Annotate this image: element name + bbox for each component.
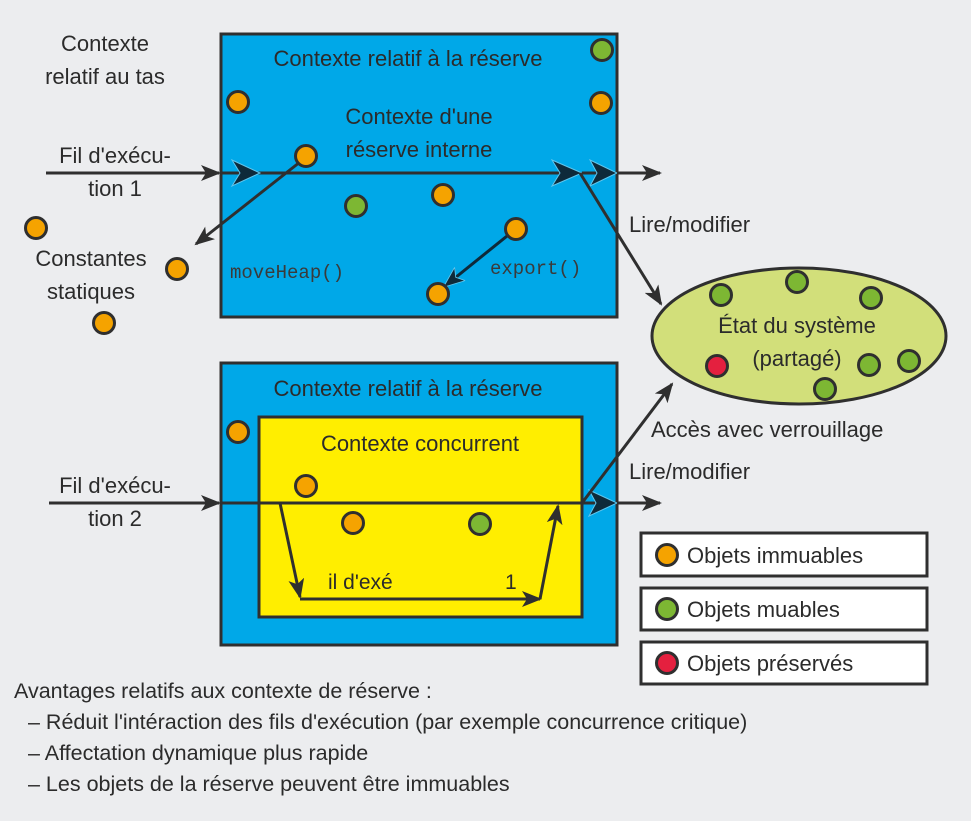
legend-label-preserved: Objets préservés — [687, 651, 853, 676]
export-arrow — [445, 230, 513, 286]
inner-loop-down-arrow — [278, 502, 305, 599]
immutable-object — [165, 257, 189, 281]
legend-item-mutable: Objets muables — [639, 586, 929, 632]
advantages-title: Avantages relatifs aux contexte de réser… — [14, 679, 432, 703]
immutable-object — [431, 183, 455, 207]
inner-thread-label-right: 1 — [505, 571, 517, 594]
mutable-object — [590, 38, 614, 62]
legend-label-mutable: Objets muables — [687, 597, 840, 622]
thread1-inner-marker-1 — [230, 158, 262, 188]
mutable-object — [857, 353, 881, 377]
immutable-swatch-icon — [655, 543, 679, 567]
immutable-object — [92, 311, 116, 335]
immutable-object — [226, 90, 250, 114]
preserved-objects — [705, 354, 729, 378]
legend-label-immutable: Objets immuables — [687, 543, 863, 568]
thread2-label-line1: Fil d'exécu- — [59, 473, 171, 498]
concurrent-context-box — [257, 415, 584, 619]
legend-item-immutable: Objets immuables — [639, 531, 929, 578]
thread2-label-line2: tion 2 — [88, 506, 142, 531]
legend: Objets immuables Objets muables Objets p… — [639, 531, 929, 686]
move-heap-label: moveHeap() — [230, 262, 344, 284]
mutable-swatch-icon — [655, 597, 679, 621]
immutable-object — [589, 91, 613, 115]
inner-reserve-label-line1: Contexte d'une — [345, 104, 492, 129]
reserve-context-bottom-title: Contexte relatif à la réserve — [273, 376, 542, 401]
thread1-inner-marker-3 — [588, 158, 619, 188]
thread1-label-line1: Fil d'exécu- — [59, 143, 171, 168]
mutable-object — [813, 377, 837, 401]
immutable-object — [504, 217, 528, 241]
read-modify-bottom-label: Lire/modifier — [629, 459, 750, 484]
preserved-swatch-icon — [655, 651, 679, 675]
thread1-inner-marker-2 — [550, 158, 584, 188]
mutable-objects — [344, 38, 921, 536]
static-constants-label-line2: statiques — [47, 279, 135, 304]
move-heap-arrow — [194, 160, 301, 246]
immutable-object — [226, 420, 250, 444]
immutable-object — [24, 216, 48, 240]
legend-item-preserved: Objets préservés — [639, 640, 929, 686]
immutable-object — [426, 282, 450, 306]
thread1-label-line2: tion 1 — [88, 176, 142, 201]
inner-thread-label-left: il d'exé — [328, 571, 393, 594]
read-modify-top-label: Lire/modifier — [629, 212, 750, 237]
immutable-object — [294, 474, 318, 498]
mutable-object — [785, 270, 809, 294]
export-label: export() — [490, 258, 581, 280]
preserved-object — [705, 354, 729, 378]
mutable-object — [859, 286, 883, 310]
heap-context-label-line2: relatif au tas — [45, 64, 165, 89]
shared-state-label-line1: État du système — [718, 313, 876, 338]
advantages-list: Avantages relatifs aux contexte de réser… — [14, 676, 747, 800]
locked-access-label: Accès avec verrouillage — [651, 417, 883, 442]
advantage-item: – Réduit l'intéraction des fils d'exécut… — [28, 710, 748, 734]
concurrent-context-title: Contexte concurrent — [321, 431, 519, 456]
reserve-context-top-title: Contexte relatif à la réserve — [273, 46, 542, 71]
immutable-object — [294, 144, 318, 168]
advantage-item: – Affectation dynamique plus rapide — [28, 741, 369, 765]
static-constants-label-line1: Constantes — [35, 246, 146, 271]
reserve-context-box-top — [219, 32, 619, 319]
advantage-item: – Les objets de la réserve peuvent être … — [28, 772, 510, 796]
immutable-objects — [24, 90, 613, 535]
mutable-object — [468, 512, 492, 536]
heap-context-label-line1: Contexte — [61, 31, 149, 56]
shared-state-label-line2: (partagé) — [752, 346, 841, 371]
mutable-object — [344, 194, 368, 218]
mutable-object — [709, 283, 733, 307]
inner-loop-up-arrow — [538, 504, 563, 600]
thread2-inner-marker — [587, 488, 619, 518]
mutable-object — [897, 349, 921, 373]
read-modify-top-arrow — [578, 172, 663, 306]
inner-reserve-label-line2: réserve interne — [346, 137, 493, 162]
immutable-object — [341, 511, 365, 535]
locked-access-arrow — [580, 382, 674, 504]
